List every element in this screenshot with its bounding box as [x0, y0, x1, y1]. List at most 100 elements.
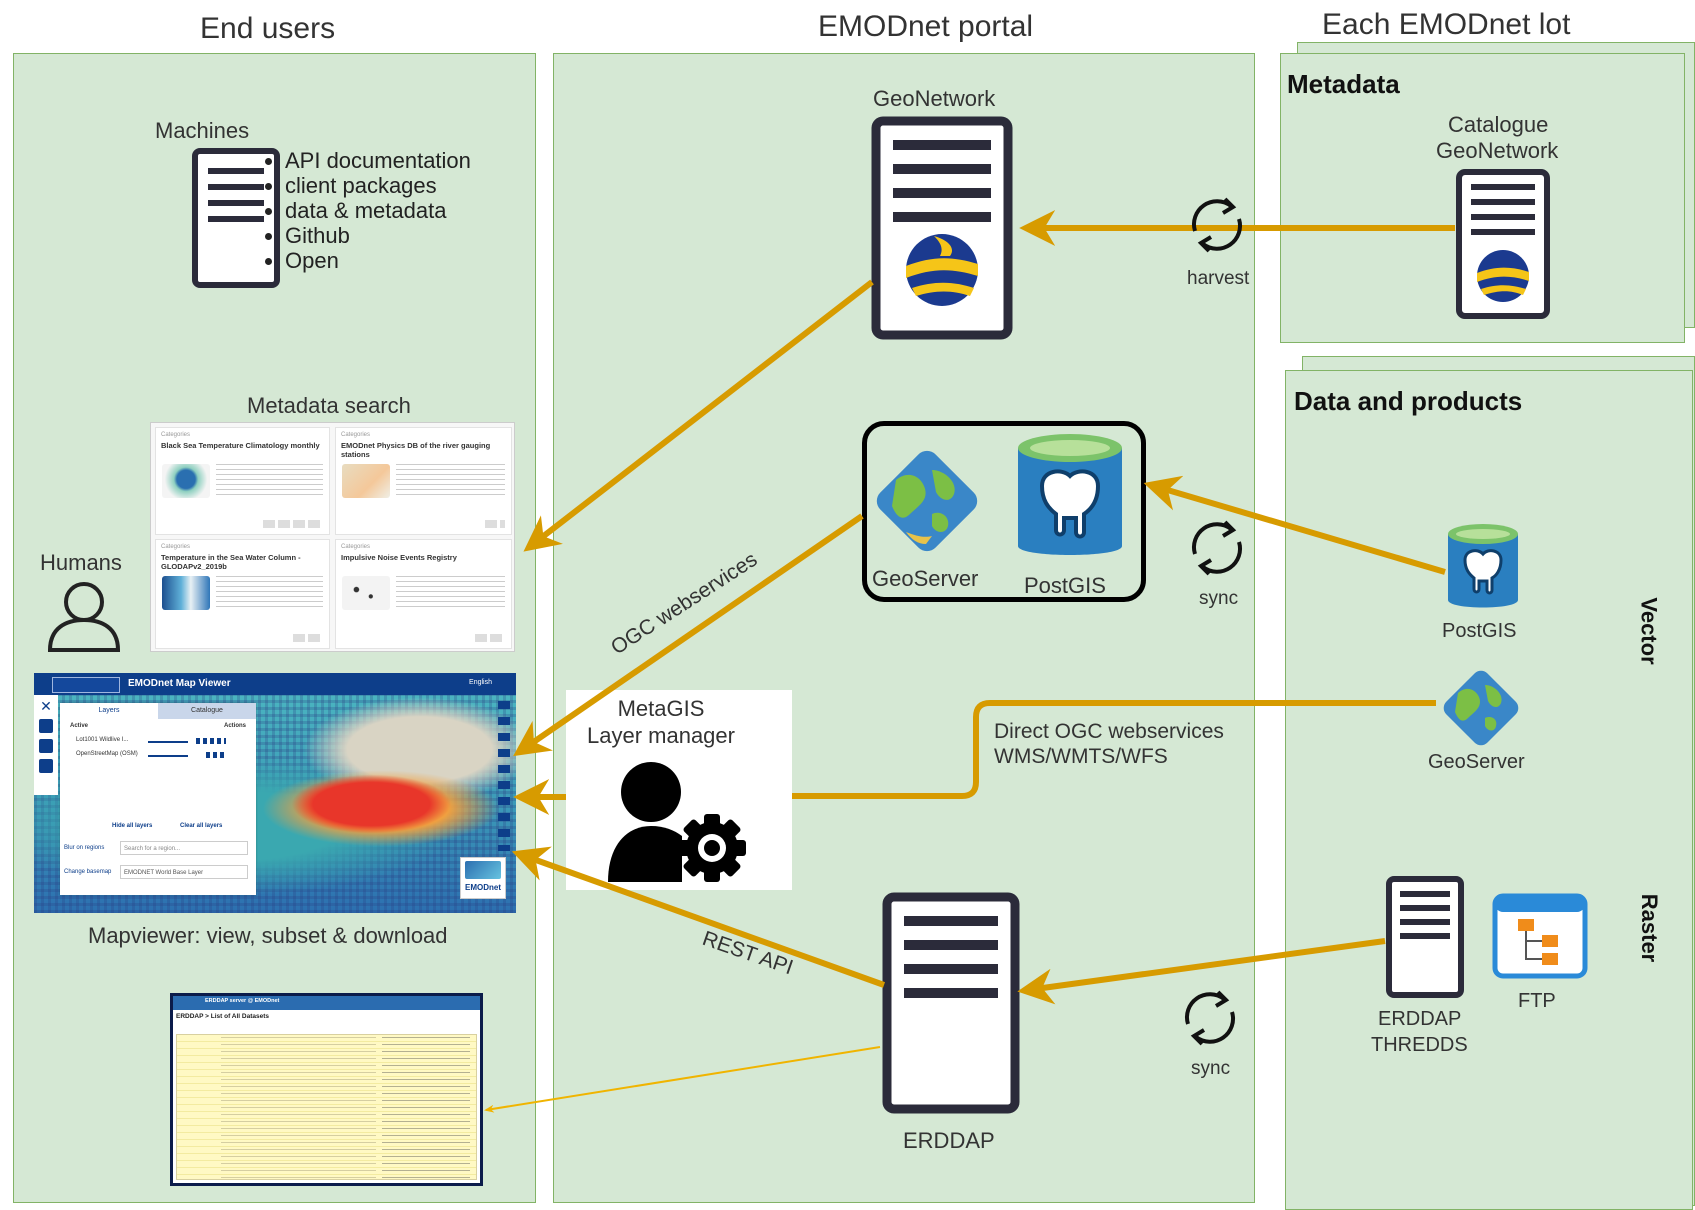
- geonetwork-globe-icon: [1477, 250, 1529, 302]
- metadata-search-screenshot: Categories Black Sea Temperature Climato…: [150, 422, 515, 652]
- map-right-toolbar: [498, 701, 510, 851]
- erddap-server-icon: [882, 892, 1020, 1114]
- ftp-icon: [1492, 893, 1588, 979]
- lot-erddap-label: ERDDAP: [1378, 1008, 1462, 1030]
- download-icon[interactable]: [39, 739, 53, 753]
- layer-name: OpenStreetMap (OSM): [76, 751, 138, 757]
- emodnet-portal-header: EMODnet portal: [818, 10, 1034, 43]
- lot-metadata-title: Metadata: [1287, 69, 1400, 99]
- card-title: EMODnet Physics DB of the river gauging …: [341, 441, 491, 459]
- erddap-list-header-text: ERDDAP server @ EMODnet: [205, 998, 280, 1004]
- lot-postgis-label: PostGIS: [1442, 620, 1517, 642]
- clear-all-layers-button[interactable]: Clear all layers: [180, 823, 223, 829]
- catalogue-label: Catalogue: [1448, 112, 1549, 137]
- lot-geoserver-icon: [1443, 670, 1519, 746]
- machines-item: API documentation: [285, 148, 471, 173]
- erddap-list-header: ERDDAP server @ EMODnet: [173, 996, 480, 1010]
- layers-icon[interactable]: [39, 719, 53, 733]
- col-actions: Actions: [223, 723, 246, 729]
- metadata-card: Categories Impulsive Noise Events Regist…: [335, 539, 512, 649]
- card-category: Categories: [341, 544, 371, 550]
- card-title: Temperature in the Sea Water Column - GL…: [161, 553, 301, 571]
- ogc-webservices-arrow: [513, 513, 864, 757]
- metadata-search-label: Metadata search: [247, 393, 411, 418]
- layer-actions[interactable]: [196, 738, 226, 744]
- user-icon: [47, 582, 121, 652]
- map-viewer-title: EMODnet Map Viewer: [128, 678, 231, 689]
- erddap-sync-arrow: [1017, 938, 1386, 1005]
- each-lot-header: Each EMODnet lot: [1322, 8, 1571, 41]
- card-title: Black Sea Temperature Climatology monthl…: [161, 441, 320, 450]
- catalogue-server-icon: [1456, 169, 1550, 319]
- map-header-bar: EMODnet Map Viewer English: [34, 673, 516, 695]
- postgis-sync-label: sync: [1199, 588, 1239, 609]
- geoserver-icon: [876, 450, 978, 552]
- metagis-box: MetaGIS Layer manager: [566, 690, 792, 890]
- direct-ogc-sublabel: WMS/WMTS/WFS: [994, 745, 1168, 768]
- geoserver-postgis-box: [862, 421, 1146, 602]
- layer-name: Lot1001 Wildlive I...: [76, 737, 129, 743]
- erddap-sync-icon: [1185, 990, 1235, 1046]
- erddap-list-title: ERDDAP > List of All Datasets: [176, 1013, 270, 1020]
- hide-all-layers-button[interactable]: Hide all layers: [112, 823, 153, 829]
- basemap-label: Change basemap: [64, 869, 112, 875]
- layer-row[interactable]: OpenStreetMap (OSM): [66, 751, 250, 761]
- lot-data-title: Data and products: [1294, 386, 1523, 416]
- region-search-select[interactable]: Search for a region...: [120, 841, 248, 855]
- eu-logo: [52, 677, 120, 693]
- erddap-dataset-table: [176, 1034, 477, 1180]
- postgis-sync-icon: [1192, 520, 1242, 576]
- geonetwork-globe-icon: [906, 234, 978, 306]
- opacity-slider[interactable]: [148, 755, 188, 757]
- erddap-list-arrow: [484, 1046, 881, 1113]
- mapviewer-caption: Mapviewer: view, subset & download: [88, 923, 448, 948]
- opacity-slider[interactable]: [148, 741, 188, 743]
- lot-postgis-icon: [1448, 524, 1518, 608]
- geonetwork-to-metadata-arrow: [523, 279, 874, 552]
- ftp-label: FTP: [1518, 990, 1556, 1012]
- postgis-sync-arrow: [1143, 475, 1446, 575]
- emodnet-logo-text: EMODnet: [465, 883, 501, 892]
- basemap-select[interactable]: EMODNET World Base Layer: [120, 865, 248, 879]
- lot-geoserver-label: GeoServer: [1428, 751, 1525, 773]
- postgis-icon: [1018, 434, 1122, 555]
- end-users-header: End users: [200, 12, 336, 45]
- metadata-card: Categories Temperature in the Sea Water …: [155, 539, 330, 649]
- geonetwork-label: GeoNetwork: [873, 86, 996, 111]
- user-admin-icon: [608, 762, 746, 882]
- card-category: Categories: [341, 432, 371, 438]
- blur-regions-label: Blur on regions: [64, 845, 105, 851]
- geoserver-label: GeoServer: [872, 566, 979, 591]
- geonetwork-server-icon: [871, 116, 1013, 340]
- metagis-sublabel: Layer manager: [587, 723, 735, 748]
- machines-item: Open: [285, 248, 471, 273]
- metadata-card: Categories Black Sea Temperature Climato…: [155, 427, 330, 535]
- layer-actions[interactable]: [206, 752, 226, 758]
- language-button[interactable]: English: [469, 679, 492, 686]
- tab-catalogue[interactable]: Catalogue: [158, 703, 256, 719]
- col-active: Active: [70, 723, 89, 729]
- machines-list: API documentation client packages data &…: [261, 148, 471, 273]
- card-thumbnail: [162, 464, 210, 498]
- layer-row[interactable]: Lot1001 Wildlive I...: [66, 737, 250, 747]
- harvest-sync-icon: [1192, 197, 1242, 253]
- metadata-card: Categories EMODnet Physics DB of the riv…: [335, 427, 512, 535]
- machines-item: data & metadata: [285, 198, 471, 223]
- card-thumbnail: [342, 576, 390, 610]
- map-left-toolbar: ✕: [34, 695, 58, 795]
- close-icon[interactable]: ✕: [40, 698, 52, 714]
- catalogue-sublabel: GeoNetwork: [1436, 138, 1559, 163]
- machines-item: client packages: [285, 173, 471, 198]
- harvest-label: harvest: [1187, 268, 1250, 289]
- card-title: Impulsive Noise Events Registry: [341, 553, 457, 562]
- erddap-sync-label: sync: [1191, 1058, 1231, 1079]
- tab-layers[interactable]: Layers: [98, 707, 120, 714]
- card-thumbnail: [342, 464, 390, 498]
- settings-icon[interactable]: [39, 759, 53, 773]
- emodnet-logo: EMODnet: [460, 857, 506, 899]
- rest-api-arrow: [511, 846, 886, 988]
- layers-panel: Layers Catalogue Active Actions Lot1001 …: [60, 703, 256, 895]
- card-thumbnail: [162, 576, 210, 610]
- card-category: Categories: [161, 432, 191, 438]
